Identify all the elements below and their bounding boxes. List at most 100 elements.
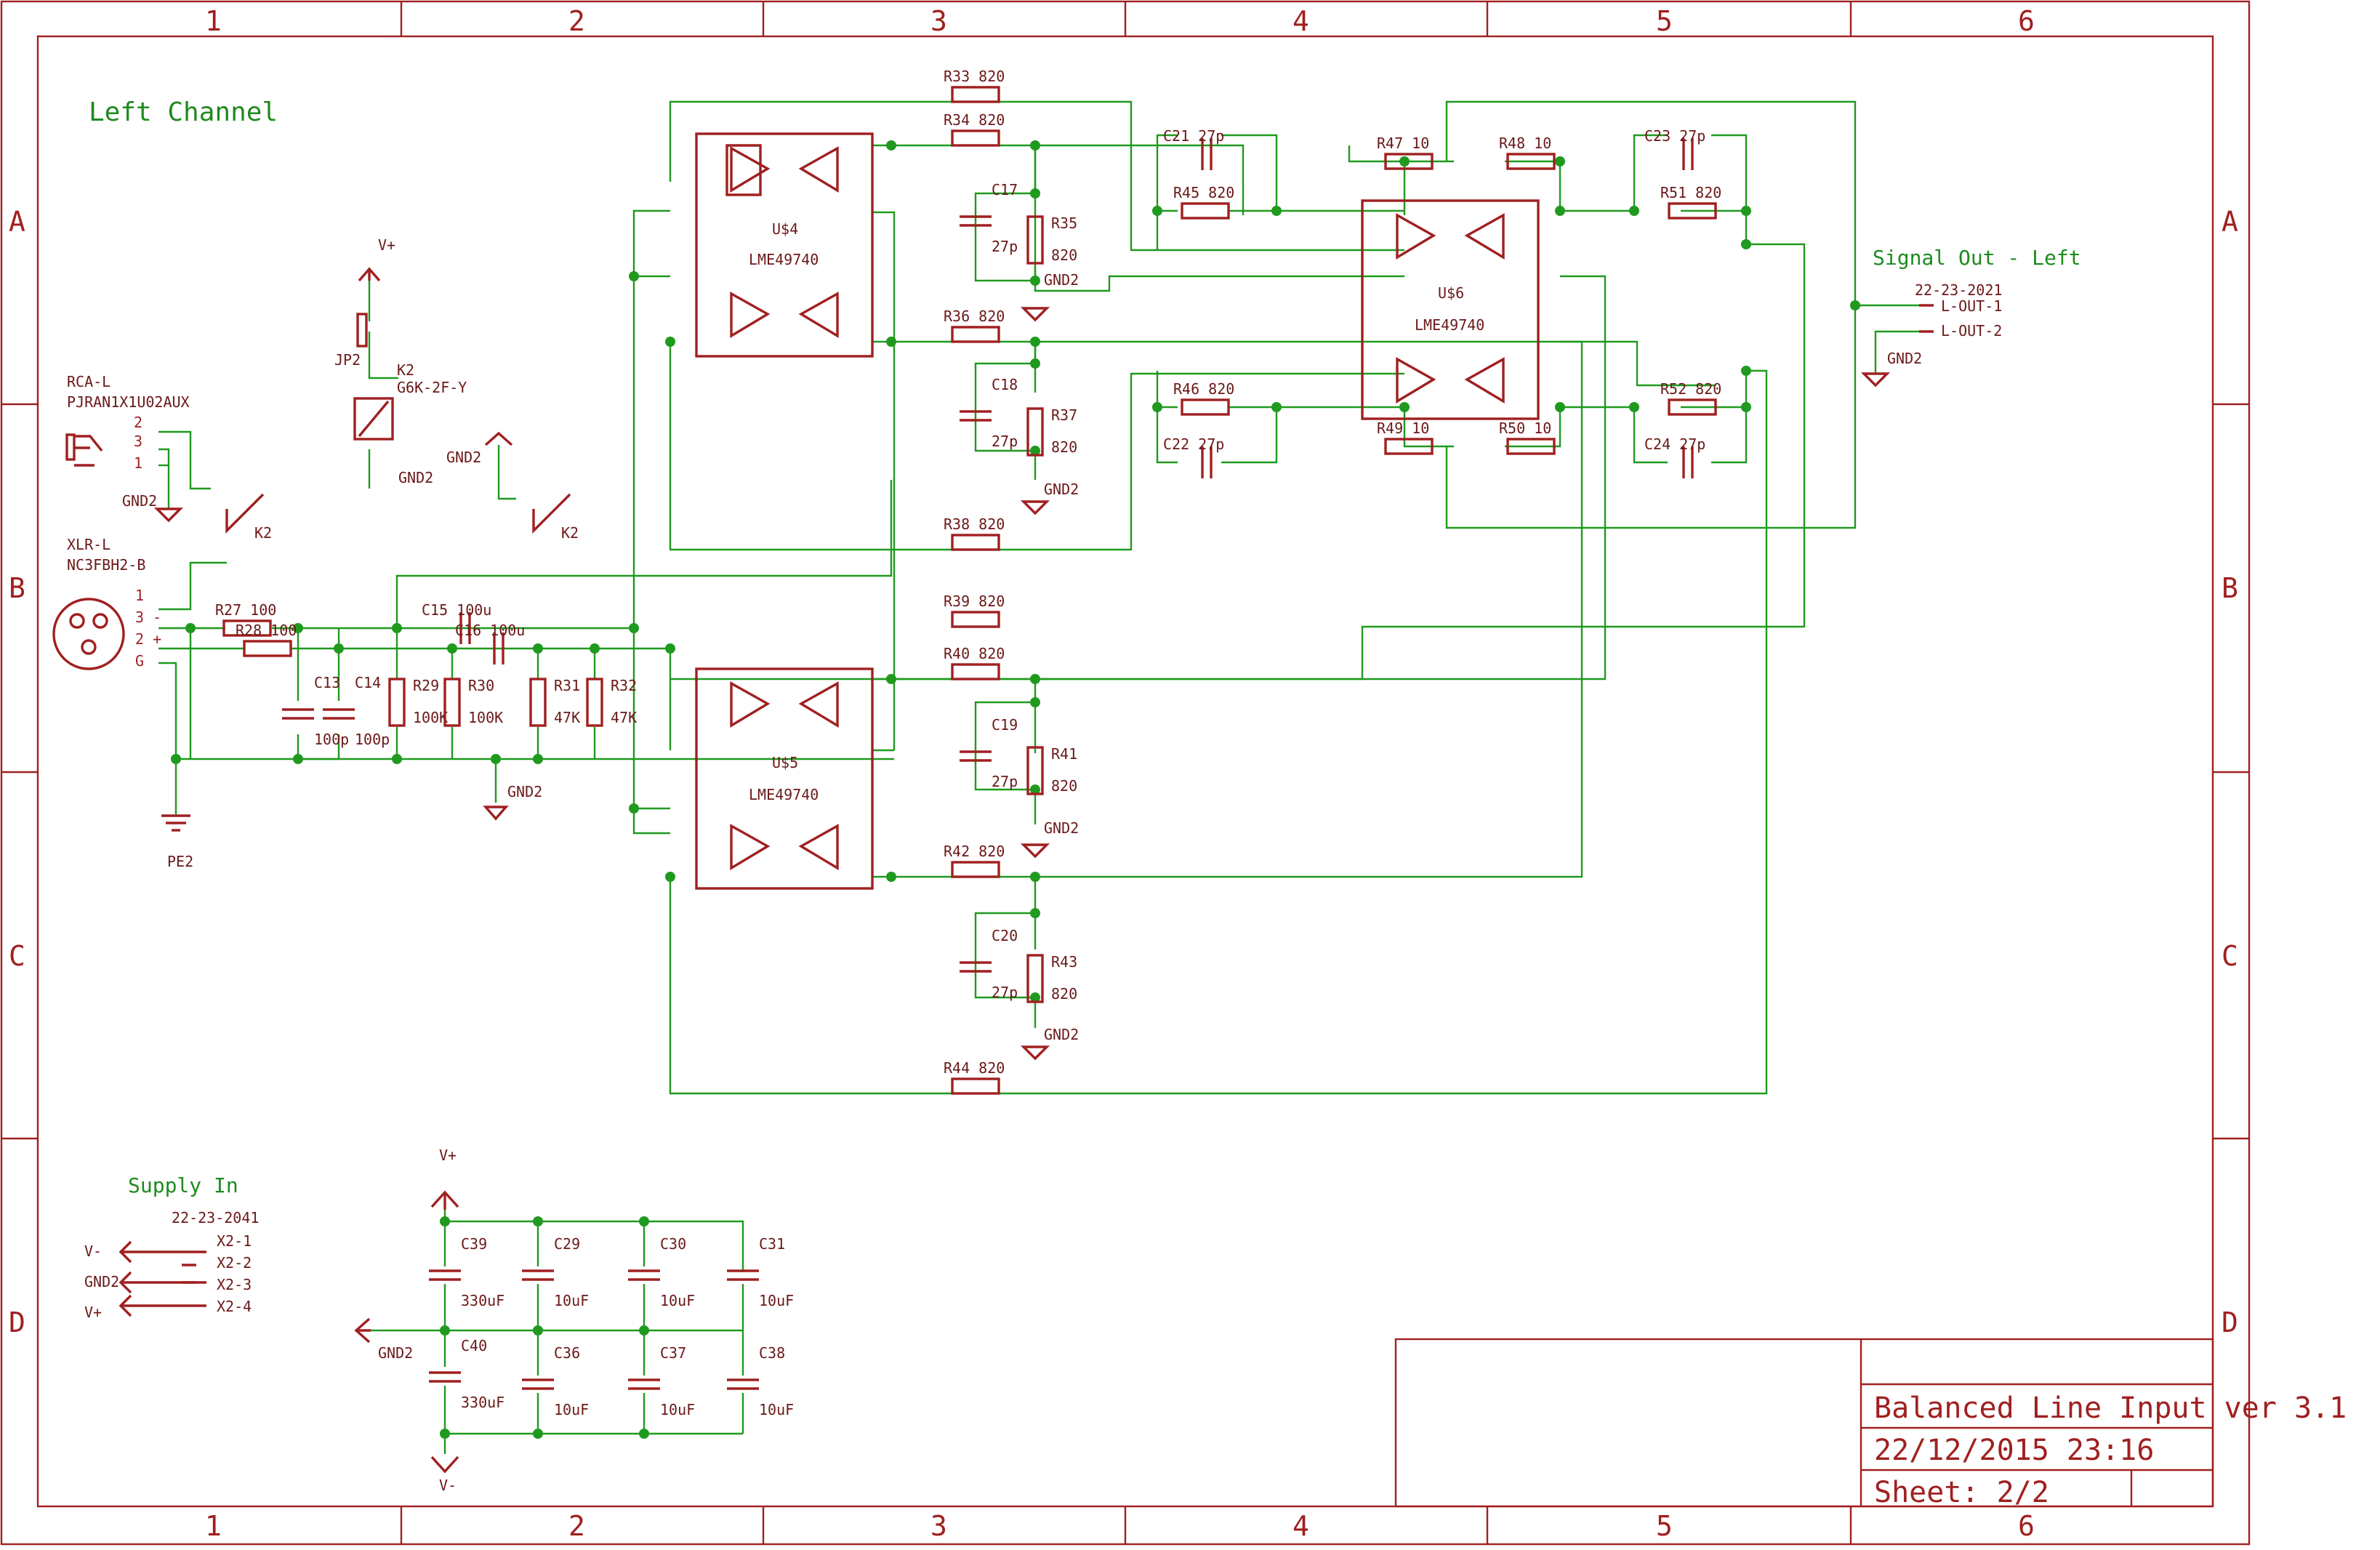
xlr-connector[interactable]: XLR-L NC3FBH2-B 1 3 - 2 + G [52, 536, 161, 670]
resistor-label: R34 820 [944, 111, 1005, 129]
signal-out-connector[interactable]: 22-23-2021 L-OUT-1 L-OUT-2 [1915, 281, 2002, 340]
relay-switch-label: K2 [561, 524, 579, 542]
resistor-r33[interactable]: R33 820 [944, 68, 1005, 103]
rca-connector[interactable]: RCA-L PJRAN1X1U02AUX 2 3 1 [65, 373, 190, 472]
capacitor-label: C24 27p [1644, 435, 1705, 453]
resistor-r51[interactable]: R51 820 [1660, 184, 1721, 220]
resistor-r45[interactable]: R45 820 [1173, 184, 1234, 220]
resistor-label: R50 10 [1499, 419, 1551, 437]
resistor-label: R39 820 [944, 593, 1005, 610]
supply-net-vminus: V- [84, 1242, 102, 1260]
resistor-r40[interactable]: R40 820 [944, 645, 1005, 680]
resistor-label: R44 820 [944, 1059, 1005, 1077]
row-label: C [9, 940, 25, 972]
resistor-r48[interactable]: R48 10 [1499, 134, 1556, 170]
resistor-r46[interactable]: R46 820 [1173, 380, 1234, 416]
resistor-r52[interactable]: R52 820 [1660, 380, 1721, 416]
col-label: 5 [1656, 5, 1673, 37]
supply-pin: X2-1 [217, 1232, 252, 1250]
ic-u6[interactable]: U$6 LME49740 [1361, 199, 1540, 420]
capacitor-c15[interactable]: C15 100u [422, 601, 491, 644]
capacitor-value: 330uF [461, 1394, 504, 1411]
ic-u4[interactable]: U$4 LME49740 [695, 132, 874, 358]
supply-pin: X2-3 [217, 1276, 252, 1293]
ic-u5[interactable]: U$5 LME49740 [695, 667, 874, 890]
resistor-r49[interactable]: R49 10 [1377, 419, 1434, 455]
capacitor-ref: C29 [554, 1235, 580, 1253]
relay-k2[interactable]: K2 G6K-2F-Y K2 K2 [225, 361, 579, 542]
resistor-r50[interactable]: R50 10 [1499, 419, 1556, 455]
capacitor-c16[interactable]: C16 100u [455, 622, 525, 664]
resistor-label: R52 820 [1660, 380, 1721, 398]
col-label: 3 [930, 1510, 947, 1542]
net-labels: V+ GND2 GND2 GND2 GND2 PE2 GND2 GND2 GND… [122, 236, 1922, 1494]
supply-connector[interactable]: 22-23-2041 X2-1 X2-2 X2-3 X2-4 V- GND2 V… [84, 1209, 259, 1321]
resistor-r28[interactable]: R28 100 [236, 622, 297, 657]
frame-column-labels: 1 2 3 4 5 6 1 2 3 4 5 6 A B C D A B C D [9, 5, 2238, 1542]
resistor-r44[interactable]: R44 820 [944, 1059, 1005, 1095]
capacitor-value: 10uF [660, 1292, 695, 1309]
resistor-value: 100K [413, 709, 448, 726]
resistor-r34[interactable]: R34 820 [944, 111, 1005, 147]
resistor-ref: R41 [1051, 745, 1077, 763]
capacitor-ref: C40 [461, 1337, 487, 1354]
capacitor-c24[interactable]: C24 27p [1644, 435, 1705, 478]
resistor-r38[interactable]: R38 820 [944, 515, 1005, 551]
resistor-r47[interactable]: R47 10 [1377, 134, 1434, 170]
net-gnd2: GND2 [122, 492, 157, 510]
resistor-value: 47K [554, 709, 580, 726]
resistor-label: R40 820 [944, 645, 1005, 662]
resistor-ref: R31 [554, 677, 580, 694]
title-block-sheet: Sheet: 2/2 [1874, 1476, 2049, 1509]
resistor-r27[interactable]: R27 100 [215, 601, 276, 637]
title-block-name: Balanced Line Input ver 3.1 [1874, 1392, 2347, 1425]
resistor-value: 820 [1051, 985, 1077, 1003]
row-label: B [2222, 572, 2238, 604]
resistor-r39[interactable]: R39 820 [944, 593, 1005, 628]
capacitor-c40[interactable]: C40 330uF [429, 1337, 504, 1411]
ic-u6-ref: U$6 [1438, 284, 1464, 302]
col-label: 4 [1292, 5, 1309, 37]
col-label: 2 [568, 1510, 585, 1542]
capacitor-ref: C13 [314, 674, 340, 691]
net-gnd2: GND2 [446, 449, 481, 466]
net-gnd2: GND2 [1044, 819, 1079, 837]
capacitor-value: 10uF [554, 1401, 589, 1418]
capacitor-c22[interactable]: C22 27p [1163, 435, 1224, 478]
resistor-r36[interactable]: R36 820 [944, 308, 1005, 343]
resistor-r42[interactable]: R42 820 [944, 843, 1005, 878]
resistor-label: R48 10 [1499, 134, 1551, 152]
jumper-jp2[interactable]: JP2 [334, 313, 368, 369]
net-gnd2: GND2 [1044, 1026, 1079, 1043]
resistor-r31[interactable]: R31 47K [529, 677, 580, 727]
net-gnd2: GND2 [398, 469, 433, 486]
resistor-ref: R32 [611, 677, 637, 694]
capacitor-c23[interactable]: C23 27p [1644, 127, 1705, 170]
relay-switch-label: K2 [254, 524, 272, 542]
capacitor-c21[interactable]: C21 27p [1163, 127, 1224, 170]
